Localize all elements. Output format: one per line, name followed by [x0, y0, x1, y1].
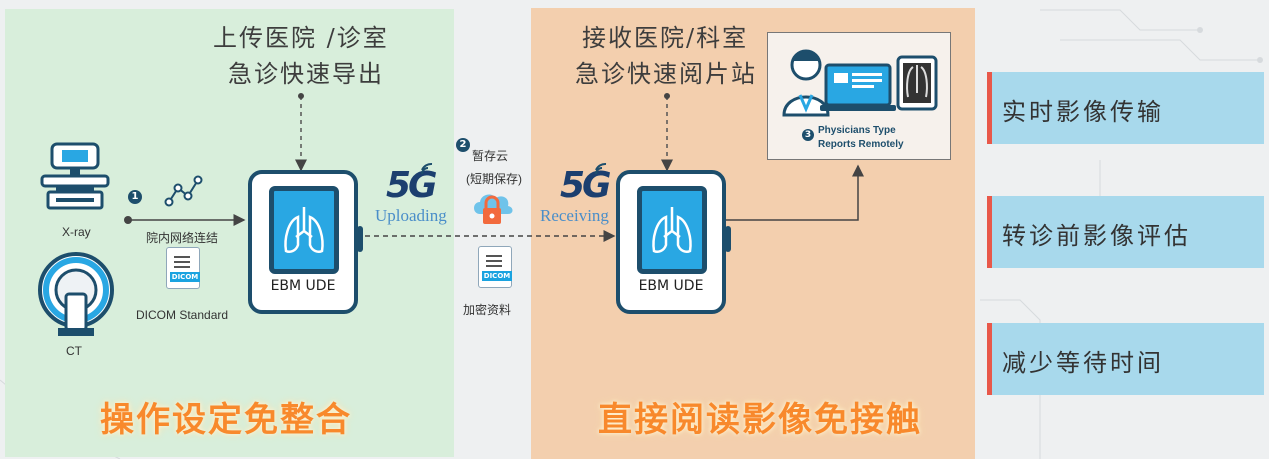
feature-reduce-waiting: 减少等待时间 — [987, 323, 1264, 395]
receive-signal-icon — [595, 162, 607, 175]
receive-slogan: 直接阅读影像免接触 — [598, 400, 922, 440]
dicom-file-icon: DICOM — [166, 247, 200, 289]
feature-label: 实时影像传输 — [1002, 98, 1164, 126]
ebm-ude-receive-label: EBM UDE — [638, 278, 704, 294]
physicians-line2: Reports Remotely — [818, 139, 904, 150]
step1-badge: 1 — [128, 190, 142, 204]
uploading-label: Uploading — [375, 206, 447, 225]
doctor-reading-xray-illustration — [782, 49, 938, 117]
secure-cloud-icon — [474, 194, 513, 224]
receiving-label: Receiving — [540, 206, 609, 225]
cloud-sub-label: (短期保存) — [466, 172, 522, 186]
physicians-report-box: 3 Physicians Type Reports Remotely — [767, 32, 951, 160]
feature-pre-referral-assessment: 转诊前影像评估 — [987, 196, 1264, 268]
upload-signal-icon — [421, 162, 433, 175]
upload-5g-logo: 5G — [386, 165, 438, 206]
lungs-screen — [269, 186, 339, 274]
physicians-line1: Physicians Type — [818, 125, 896, 136]
lungs-icon — [652, 207, 692, 253]
dicom-standard-label: DICOM Standard — [136, 308, 229, 322]
feature-label: 转诊前影像评估 — [1002, 222, 1191, 250]
feature-realtime-transfer: 实时影像传输 — [987, 72, 1264, 144]
xray-machine-icon — [40, 142, 110, 210]
encrypted-tag: DICOM — [482, 271, 512, 281]
dicom-tag: DICOM — [170, 272, 200, 282]
ebm-ude-receive-device: EBM UDE — [616, 170, 731, 314]
ebm-ude-upload-label: EBM UDE — [270, 278, 336, 294]
ct-scanner-icon — [38, 252, 114, 336]
lungs-icon — [284, 207, 324, 253]
encrypted-data-label: 加密资料 — [463, 303, 512, 317]
receive-5g-logo: 5G — [560, 165, 612, 206]
upload-hospital-panel — [5, 9, 454, 457]
report-arrow — [722, 164, 864, 221]
network-label: 院内网络连结 — [146, 231, 219, 245]
receive-title-line2: 急诊快速阅片站 — [575, 60, 757, 88]
step2-badge: 2 — [456, 138, 470, 152]
step3-badge: 3 — [802, 129, 814, 141]
cloud-label: 暂存云 — [472, 149, 509, 163]
encrypted-file-icon: DICOM — [478, 246, 512, 288]
network-graph-icon — [164, 175, 203, 207]
upload-slogan: 操作设定免整合 — [100, 400, 352, 440]
xray-label: X-ray — [62, 225, 91, 239]
ct-label: CT — [66, 344, 82, 358]
receive-title-line1: 接收医院/科室 — [582, 24, 749, 52]
feature-label: 减少等待时间 — [1002, 349, 1164, 377]
lungs-screen — [637, 186, 707, 274]
ebm-ude-upload-device: EBM UDE — [248, 170, 363, 314]
upload-title-line1: 上传医院 /诊室 — [213, 24, 389, 52]
upload-title-line2: 急诊快速导出 — [228, 60, 384, 88]
